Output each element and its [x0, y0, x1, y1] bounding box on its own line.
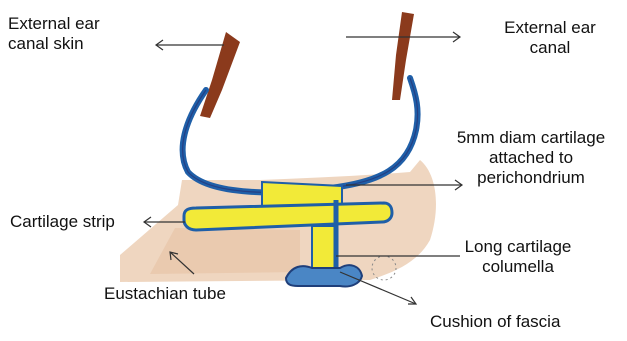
label-cartilage-disc: 5mm diam cartilage attached to perichond… [438, 128, 624, 188]
label-long-columella-line2: columella [458, 257, 578, 277]
label-cushion-of-fascia: Cushion of fascia [430, 312, 560, 332]
label-external-ear-canal-line2: canal [490, 38, 610, 58]
label-cartilage-disc-line2: attached to [438, 148, 624, 168]
label-external-ear-canal-skin-line2: canal skin [8, 34, 100, 54]
cartilage-columella [312, 226, 336, 272]
label-cartilage-disc-line1: 5mm diam cartilage [438, 128, 624, 148]
label-external-ear-canal-skin-line1: External ear [8, 14, 100, 34]
label-cartilage-disc-line3: perichondrium [438, 168, 624, 188]
label-external-ear-canal-skin: External ear canal skin [8, 14, 100, 54]
label-cartilage-strip: Cartilage strip [10, 212, 115, 232]
label-eustachian-tube: Eustachian tube [104, 284, 226, 304]
tissue-lower-shade [150, 228, 300, 274]
label-long-columella: Long cartilage columella [458, 237, 578, 277]
label-external-ear-canal: External ear canal [490, 18, 610, 58]
label-long-columella-line1: Long cartilage [458, 237, 578, 257]
label-external-ear-canal-line1: External ear [490, 18, 610, 38]
